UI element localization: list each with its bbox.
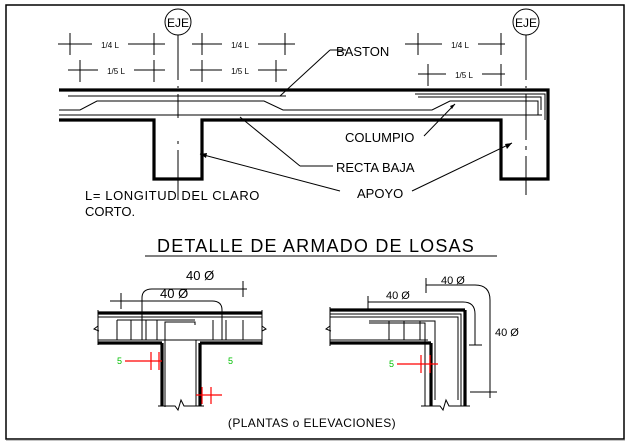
dim-mask <box>442 38 478 50</box>
dim-label-upper: 40 Ø <box>186 268 214 283</box>
leader-baston <box>279 49 331 97</box>
dim-hook-upper <box>141 288 247 340</box>
dim-label: 1/5 L <box>231 67 249 76</box>
dim-label-side: 40 Ø <box>495 327 519 339</box>
rebar-columpio <box>59 100 539 115</box>
axis-marker-left: EJE <box>164 8 192 200</box>
dim-hook-mid <box>368 301 476 345</box>
dim-fifth-right: 1/5 L <box>418 64 505 86</box>
arrowhead <box>200 153 207 158</box>
break-symbol <box>92 325 100 332</box>
dim-mask <box>98 64 134 76</box>
leader-columpio <box>423 103 456 137</box>
column-inner-bar <box>164 321 196 407</box>
axis-label: EJE <box>167 16 189 30</box>
label-columpio: COLUMPIO <box>345 130 414 145</box>
detail-corner-joint: 40 Ø 40 Ø 40 Ø 5 <box>324 275 519 412</box>
column-break <box>421 398 470 412</box>
dim-mask <box>222 64 258 76</box>
dim-label-mid: 40 Ø <box>386 290 410 302</box>
dim-label: 1/4 L <box>101 41 119 50</box>
break-symbol <box>324 325 332 332</box>
dim-hook-top <box>426 284 491 392</box>
rebar-hook-top <box>415 93 546 120</box>
label-apoyo: APOYO <box>357 186 403 201</box>
stirrups <box>116 320 244 340</box>
cover-dim: 5 <box>389 355 438 373</box>
arrowhead <box>450 104 455 109</box>
note-line-2: CORTO. <box>85 204 135 219</box>
leader-apoyo-left <box>199 153 341 192</box>
axis-marker-right: EJE <box>512 8 540 195</box>
dim-label: 1/4 L <box>451 41 469 50</box>
rebar-inner <box>369 320 436 400</box>
dim-mask <box>222 38 258 50</box>
dim-quarter-right: 1/4 L <box>405 33 505 55</box>
rebar-outer <box>330 313 462 406</box>
leader-apoyo-right <box>411 142 513 192</box>
dim-fifth-left: 1/5 L <box>68 60 165 82</box>
dim-quarter-mid: 1/4 L <box>192 33 295 55</box>
column-break <box>158 398 204 412</box>
dim-quarter-left: 1/4 L <box>58 33 165 55</box>
column-bar <box>369 322 426 406</box>
cover-label-left: 5 <box>117 356 122 366</box>
arrowhead <box>505 143 512 149</box>
break-symbol <box>261 325 267 332</box>
slab-outline <box>59 88 550 181</box>
axis-label: EJE <box>515 16 537 30</box>
rebar-middle <box>330 316 459 400</box>
dim-fifth-mid: 1/5 L <box>190 60 287 82</box>
label-baston: BASTON <box>336 44 389 59</box>
dim-label-top: 40 Ø <box>441 275 465 287</box>
label-recta-baja: RECTA BAJA <box>336 160 415 175</box>
detail-t-joint: 40 Ø 40 Ø <box>92 268 267 412</box>
caption: (PLANTAS o ELEVACIONES) <box>228 416 396 430</box>
slab-section-top: EJE EJE 1/4 L <box>58 8 550 219</box>
dim-label: 1/4 L <box>231 41 249 50</box>
dim-label: 1/5 L <box>107 67 125 76</box>
dim-hook-lower <box>110 300 223 340</box>
drawing-title: DETALLE DE ARMADO DE LOSAS <box>157 236 475 256</box>
cover-label: 5 <box>389 359 394 369</box>
note-line-1: L= LONGITUD DEL CLARO <box>85 188 260 203</box>
leader-recta-baja <box>239 116 301 167</box>
rebar-hook-mid <box>418 96 542 110</box>
dim-mask <box>446 68 482 80</box>
cover-dim-right <box>196 387 222 404</box>
cover-dim-left: 5 <box>117 352 162 370</box>
dim-mask <box>92 38 128 50</box>
dim-label-lower: 40 Ø <box>160 286 188 301</box>
drawing-frame <box>5 4 625 440</box>
dim-label: 1/5 L <box>455 71 473 80</box>
cover-label-right: 5 <box>228 356 233 366</box>
